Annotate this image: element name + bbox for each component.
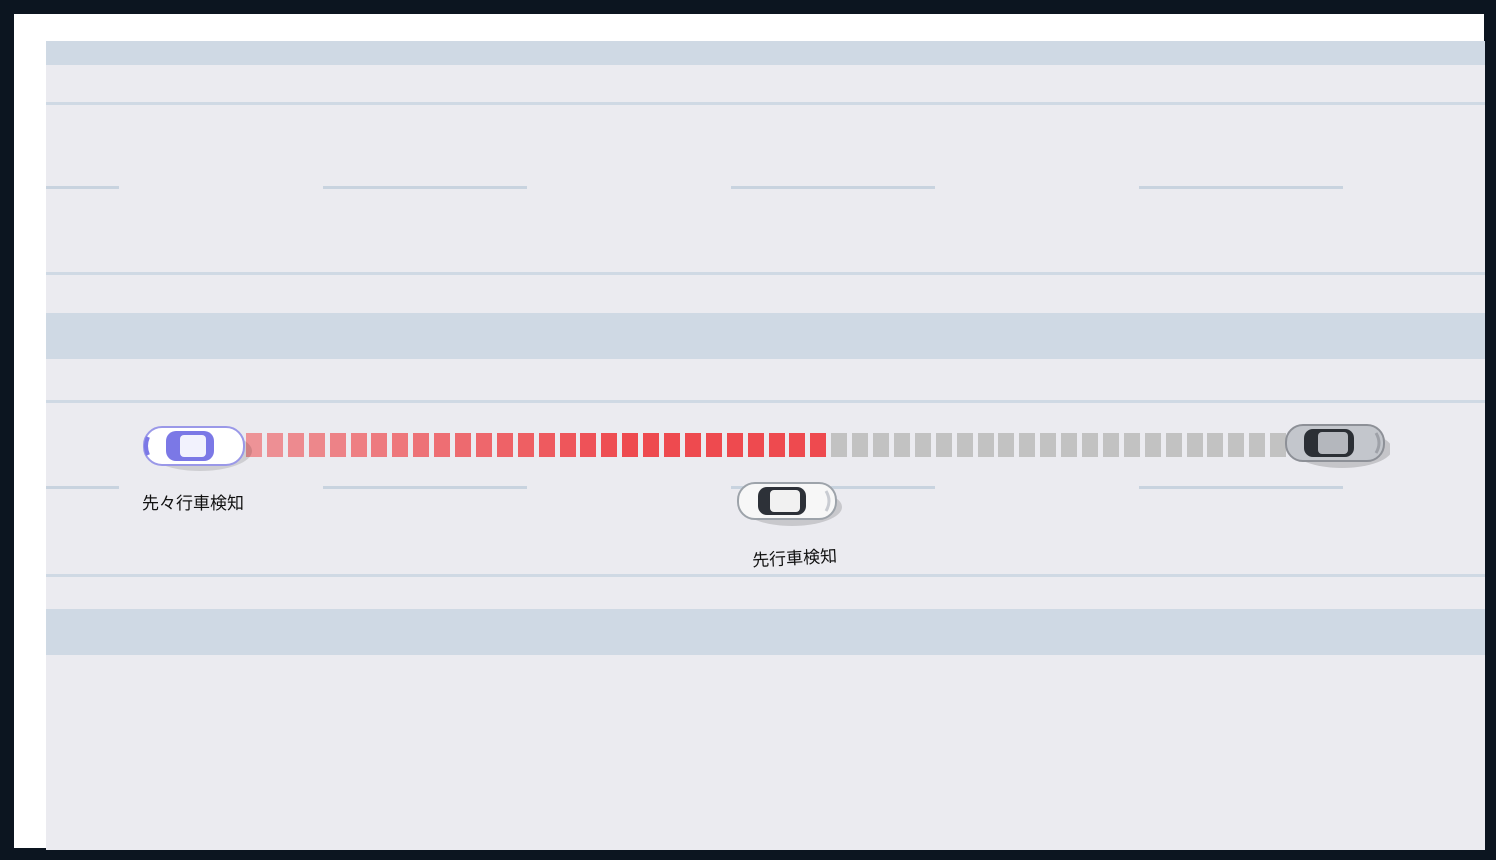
beam-segment-inactive — [1019, 433, 1036, 457]
beam-segment-inactive — [1123, 433, 1140, 457]
beam-segment-inactive — [1144, 433, 1161, 457]
beam-segment-inactive — [1228, 433, 1245, 457]
beam-segment-active — [287, 433, 304, 457]
beam-segment-inactive — [1186, 433, 1203, 457]
beam-segment-active — [705, 433, 722, 457]
beam-segment-active — [684, 433, 701, 457]
beam-segment-inactive — [1061, 433, 1078, 457]
beam-segment-inactive — [1082, 433, 1098, 457]
beam-segment-inactive — [893, 433, 910, 457]
vehicle-ahead-car-icon — [737, 482, 842, 526]
beam-segment-active — [496, 433, 513, 457]
beam-segment-active — [601, 433, 618, 457]
beam-segment-active — [789, 433, 806, 457]
upper-lane-dash — [731, 186, 935, 189]
upper-lane-dash — [1139, 186, 1343, 189]
highway: 先々行車検知 先行車検知 — [46, 41, 1485, 850]
beam-segment-inactive — [956, 433, 973, 457]
lower-lane-dash — [731, 486, 935, 489]
beam-segment-active — [622, 433, 639, 457]
beam-segment-inactive — [1102, 433, 1119, 457]
top-shoulder — [46, 41, 1485, 65]
beam-segment-active — [266, 433, 283, 457]
beam-segment-active — [580, 433, 597, 457]
beam-segment-active — [413, 433, 430, 457]
beam-segment-inactive — [1249, 433, 1266, 457]
beam-segment-active — [371, 433, 388, 457]
beam-segment-active — [308, 433, 325, 457]
beam-segment-inactive — [1270, 433, 1287, 457]
vehicle-ahead-detection-label: 先行車検知 — [751, 546, 838, 572]
upper-edge-line — [46, 102, 1485, 105]
beam-segment-inactive — [1040, 433, 1057, 457]
beam-segment-inactive — [831, 433, 848, 457]
beam-segment-active — [768, 433, 785, 457]
lower-edge-line — [46, 574, 1485, 577]
vehicle-two-ahead-car-icon — [1285, 424, 1390, 468]
beam-segment-active — [726, 433, 743, 457]
beam-segment-active — [329, 433, 346, 457]
beam-segment-active — [643, 433, 660, 457]
beam-segment-active — [747, 433, 764, 457]
beam-segment-active — [664, 433, 680, 457]
beam-segment-active — [559, 433, 576, 457]
beam-segment-inactive — [935, 433, 952, 457]
upper-inner-line — [46, 272, 1485, 275]
beam-segment-inactive — [873, 433, 889, 457]
beam-segment-active — [810, 433, 827, 457]
beam-segment-active — [517, 433, 534, 457]
beam-segment-inactive — [1207, 433, 1224, 457]
beam-segment-inactive — [914, 433, 931, 457]
vehicle-two-ahead-detection-label: 先々行車検知 — [142, 494, 244, 514]
upper-lane-dash — [46, 186, 119, 189]
median-strip — [46, 313, 1485, 359]
beam-segment-active — [392, 433, 409, 457]
beam-segment-active — [475, 433, 492, 457]
beam-segment-active — [246, 433, 262, 457]
bottom-shoulder — [46, 609, 1485, 655]
beam-segment-inactive — [977, 433, 994, 457]
beam-segment-active — [434, 433, 451, 457]
beam-segment-inactive — [998, 433, 1015, 457]
diagram-frame: 先々行車検知 先行車検知 — [14, 14, 1485, 850]
beam-segment-active — [455, 433, 471, 457]
lower-lane-dash — [323, 486, 527, 489]
beam-segment-inactive — [1165, 433, 1182, 457]
upper-lane-dash — [323, 186, 527, 189]
beam-segment-active — [350, 433, 367, 457]
lower-lane-dash — [46, 486, 119, 489]
lower-inner-line — [46, 400, 1485, 403]
beam-segment-inactive — [852, 433, 869, 457]
lower-lane-dash — [1139, 486, 1343, 489]
own-vehicle-car-icon — [143, 426, 252, 471]
beam-segment-active — [538, 433, 555, 457]
